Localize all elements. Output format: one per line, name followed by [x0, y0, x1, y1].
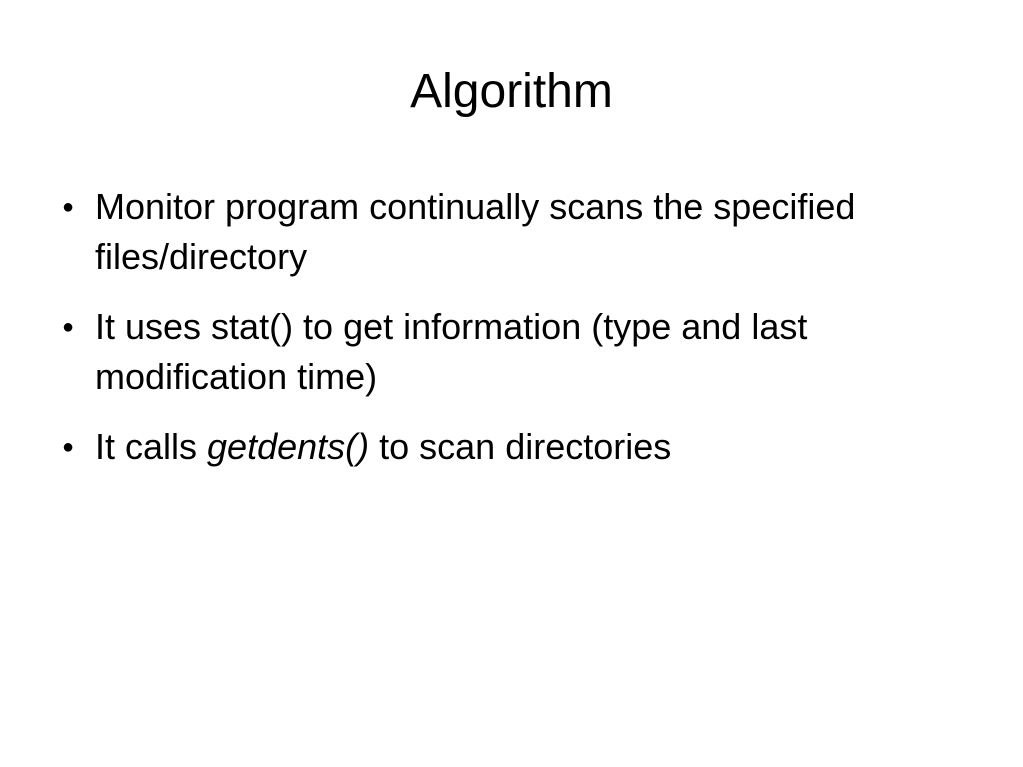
bullet-icon: ●	[62, 316, 75, 338]
bullet-list: ● Monitor program continually scans the …	[62, 182, 982, 492]
bullet-icon: ●	[62, 436, 75, 458]
bullet-text-before: It calls	[95, 426, 208, 467]
slide-title: Algorithm	[410, 65, 613, 118]
bullet-text-function-name: getdents()	[207, 426, 370, 467]
bullet-item: ● It calls getdents() to scan directorie…	[62, 422, 982, 472]
bullet-item: ● Monitor program continually scans the …	[62, 182, 982, 282]
bullet-text-after: to scan directories	[369, 426, 672, 467]
bullet-text: Monitor program continually scans the sp…	[95, 186, 856, 277]
bullet-text: It uses stat() to get information (type …	[95, 306, 808, 397]
bullet-text: It calls getdents() to scan directories	[95, 422, 982, 472]
bullet-item: ● It uses stat() to get information (typ…	[62, 302, 982, 402]
bullet-icon: ●	[62, 196, 75, 218]
